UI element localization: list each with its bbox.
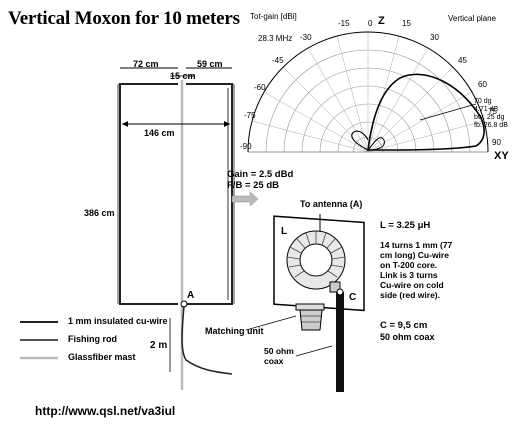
readout-fb: fb: 26.8 dB (474, 122, 508, 129)
inductance-value: L = 3.25 μH (380, 220, 431, 231)
legend-item-mast: Glassfiber mast (68, 352, 136, 362)
coil-label-L: L (281, 226, 288, 237)
dim-gap: 15 cm (170, 71, 196, 81)
coax-label: 50 ohm coax (264, 346, 294, 366)
polar-top-z: Z (378, 15, 385, 27)
polar-angle-90: 90 (492, 138, 501, 147)
radiation-pattern (367, 73, 485, 151)
to-antenna-label: To antenna (A) (300, 199, 363, 209)
coax-spec: 50 ohm coax (380, 332, 435, 342)
fb-text: F/B = 25 dB (227, 180, 279, 191)
polar-top-zero: 0 (368, 19, 373, 28)
legend-lines (20, 321, 58, 360)
dim-top-right: 59 cm (197, 59, 223, 69)
polar-top-neg15: -15 (338, 19, 350, 28)
polar-angle-neg90: -90 (240, 142, 252, 151)
polar-angle-neg60: -60 (254, 83, 266, 92)
page-title: Vertical Moxon for 10 meters (8, 8, 240, 29)
feed-point-label: A (187, 290, 195, 301)
capacitance-value: C = 9,5 cm (380, 320, 428, 331)
coil-description: 14 turns 1 mm (77 cm long) Cu-wire on T-… (380, 240, 453, 300)
dim-width: 146 cm (144, 128, 175, 138)
gain-text: Gain = 2.5 dBd (227, 169, 294, 180)
legend-item-fishing-rod: Fishing rod (68, 334, 117, 344)
polar-top-pos15: 15 (402, 19, 411, 28)
legend-item-wire: 1 mm insulated cu-wire (68, 316, 168, 326)
polar-corner-xy: XY (494, 150, 509, 162)
polar-angle-neg30: -30 (300, 33, 312, 42)
source-url: http://www.qsl.net/va3iul (35, 404, 176, 418)
dim-top-left: 72 cm (133, 59, 159, 69)
polar-angle-75: 75 (488, 107, 497, 116)
polar-header-right: Vertical plane (448, 14, 497, 23)
dim-mast: 2 m (150, 340, 168, 351)
readout-gain: 4.71 dB (474, 106, 499, 113)
gain-arrow (231, 191, 259, 207)
polar-angle-30: 30 (430, 33, 439, 42)
callout-lines (245, 315, 333, 357)
readout-angle: 70 dg (474, 98, 492, 105)
antenna-drawing (117, 67, 235, 390)
polar-plot (247, 31, 489, 153)
matching-unit-label: Matching unit (205, 326, 264, 336)
polar-angle-neg45: -45 (272, 56, 284, 65)
driven-element (119, 83, 178, 305)
polar-angle-neg75: -75 (244, 111, 256, 120)
polar-frequency: 28.3 MHz (258, 34, 293, 43)
dim-height: 386 cm (84, 208, 115, 218)
cap-label-C: C (349, 292, 357, 303)
polar-readout: 70 dg 4.71 dB bw: 25 dg fb: 26.8 dB (474, 98, 508, 130)
polar-angle-45: 45 (458, 56, 467, 65)
polar-angle-60: 60 (478, 80, 487, 89)
readout-beamwidth: bw: 25 dg (474, 114, 505, 121)
reflector-element (186, 83, 233, 305)
matching-unit-drawing (273, 214, 365, 392)
polar-header-left: Tot-gain [dBi] (250, 12, 297, 21)
